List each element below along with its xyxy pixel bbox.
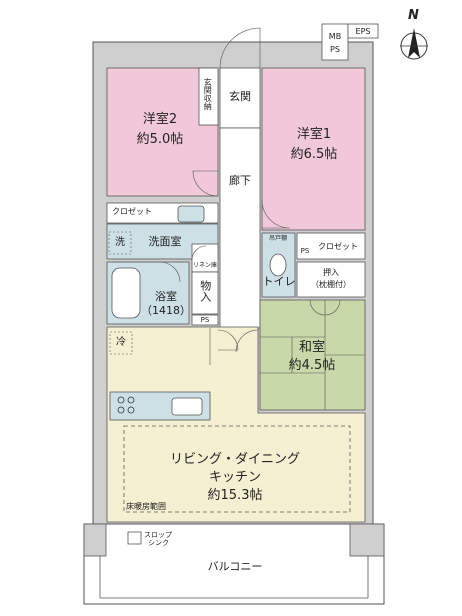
room-western1-area <box>261 67 366 231</box>
room-bath-name: 浴室 <box>155 290 177 303</box>
washer-label: 洗 <box>115 237 125 248</box>
room-ldk-name-line1: リビング・ダイニング <box>169 452 300 467</box>
closet-western1-label: クロゼット <box>318 242 358 251</box>
room-japanese-name: 和室 <box>298 340 325 355</box>
room-toilet-name: トイレ <box>262 275 296 288</box>
entrance-storage-label: 玄関収納 <box>203 78 213 110</box>
bathtub <box>111 267 141 319</box>
slop-sink <box>127 531 142 545</box>
ps-toilet-label: PS <box>300 247 310 255</box>
monoire-label: 物入 <box>198 280 212 302</box>
fridge-label: 冷 <box>116 337 126 348</box>
oshiire-label: 押入 <box>323 268 339 277</box>
ldk-area <box>106 326 366 523</box>
linen-label: リネン庫 <box>193 262 218 269</box>
entrance-area <box>219 67 261 129</box>
corridor-area <box>219 127 261 329</box>
room-entrance-name: 玄関 <box>229 90 251 103</box>
slop-sink-label-2: シンク <box>148 539 169 547</box>
slop-sink-label-1: スロップ <box>144 531 172 539</box>
tatami-lines <box>260 300 365 410</box>
stove-burners <box>117 396 135 414</box>
oshiire-note-label: （枕棚付） <box>311 280 351 289</box>
balcony-right-wall <box>349 523 385 557</box>
room-ldk-size: 約15.3帖 <box>207 488 263 503</box>
room-balcony-name: バルコニー <box>207 560 263 573</box>
room-western1-size: 約6.5帖 <box>290 147 338 162</box>
mb-label: MB <box>328 32 342 41</box>
ps-corridor-label: PS <box>200 316 210 324</box>
door-swings <box>159 27 341 365</box>
mb-ps-shaft <box>321 23 349 61</box>
washer-space <box>108 231 132 255</box>
ps-top-label: PS <box>330 45 340 54</box>
room-western2-name: 洋室2 <box>142 112 178 127</box>
monoire-area <box>191 271 219 315</box>
room-japanese-size: 約4.5帖 <box>288 358 336 373</box>
room-western1-name: 洋室1 <box>296 127 332 142</box>
toilet-bowl <box>269 253 287 277</box>
closet-western1-area <box>296 232 366 260</box>
room-corridor-name: 廊下 <box>229 174 251 187</box>
oshiire-area <box>296 261 366 298</box>
ps-corridor-area <box>191 314 219 326</box>
balcony-left-wall <box>83 523 107 557</box>
fridge-space <box>109 331 133 355</box>
room-western2-size: 約5.0帖 <box>136 132 184 147</box>
north-arrow-icon <box>400 28 428 60</box>
north-label: N <box>408 8 419 23</box>
wash-basin <box>177 205 205 223</box>
floor-heating-area <box>123 425 351 513</box>
entrance-storage-area <box>198 67 219 126</box>
closet-western2-label: クロゼット <box>112 207 152 216</box>
linen-area <box>191 243 219 273</box>
room-ldk-name-line2: キッチン <box>208 470 261 485</box>
room-bath-size: （1418） <box>141 304 191 317</box>
toilet-cabinet-label: 吊戸棚 <box>268 235 287 242</box>
room-washroom-name: 洗面室 <box>148 235 182 248</box>
floor-heating-label: 床暖房範囲 <box>126 502 166 511</box>
sink-basin <box>171 397 203 416</box>
eps-label: EPS <box>355 27 371 36</box>
eps-shaft <box>347 23 379 39</box>
